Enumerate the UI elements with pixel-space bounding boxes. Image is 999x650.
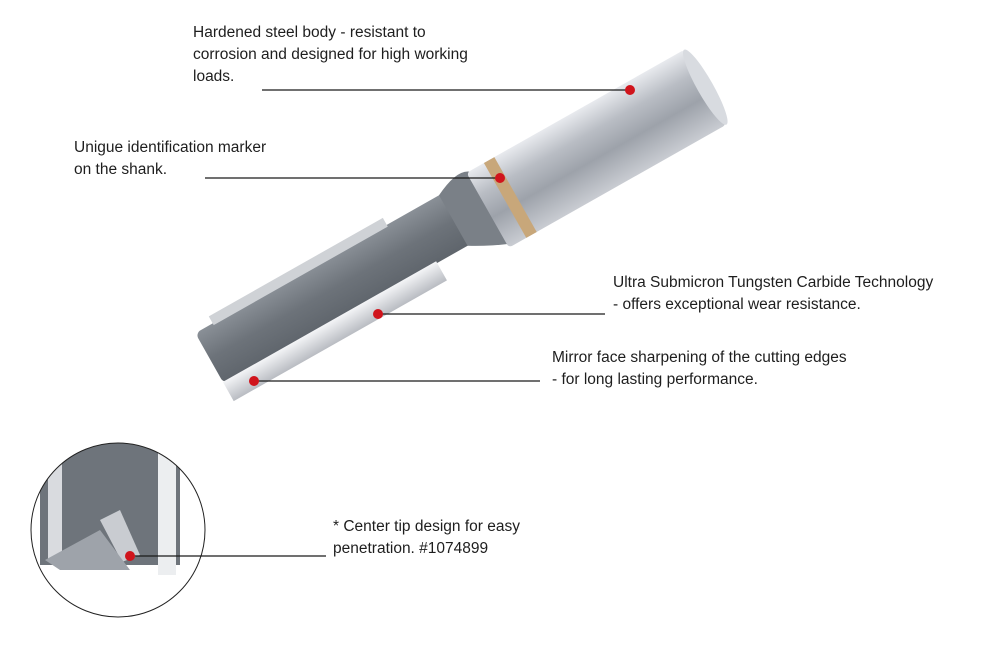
callout-line: - for long lasting performance. — [552, 371, 758, 388]
leader-lines — [130, 89, 630, 557]
callout-hardened-steel-body: Hardened steel body - resistant to corro… — [193, 22, 468, 88]
router-bit — [197, 49, 728, 402]
callout-center-tip: * Center tip design for easy penetration… — [333, 516, 520, 560]
callout-line: * Center tip design for easy — [333, 518, 520, 535]
callout-mirror-face-sharpening: Mirror face sharpening of the cutting ed… — [552, 347, 847, 391]
callout-line: Ultra Submicron Tungsten Carbide Technol… — [613, 274, 934, 291]
callout-line: corrosion and designed for high working — [193, 46, 468, 63]
shank — [467, 51, 725, 247]
callout-identification-marker: Unigue identification marker on the shan… — [74, 137, 266, 181]
tip-detail-inset — [30, 442, 206, 618]
callout-line: penetration. #1074899 — [333, 540, 489, 557]
callout-line: - offers exceptional wear resistance. — [613, 296, 861, 313]
callout-line: Unigue identification marker — [74, 139, 267, 156]
callout-line: loads. — [193, 68, 235, 85]
callout-carbide-technology: Ultra Submicron Tungsten Carbide Technol… — [613, 272, 933, 316]
callout-line: Hardened steel body - resistant to — [193, 24, 426, 41]
callout-dots — [125, 85, 635, 561]
callout-line: on the shank. — [74, 161, 168, 178]
callout-line: Mirror face sharpening of the cutting ed… — [552, 349, 847, 366]
